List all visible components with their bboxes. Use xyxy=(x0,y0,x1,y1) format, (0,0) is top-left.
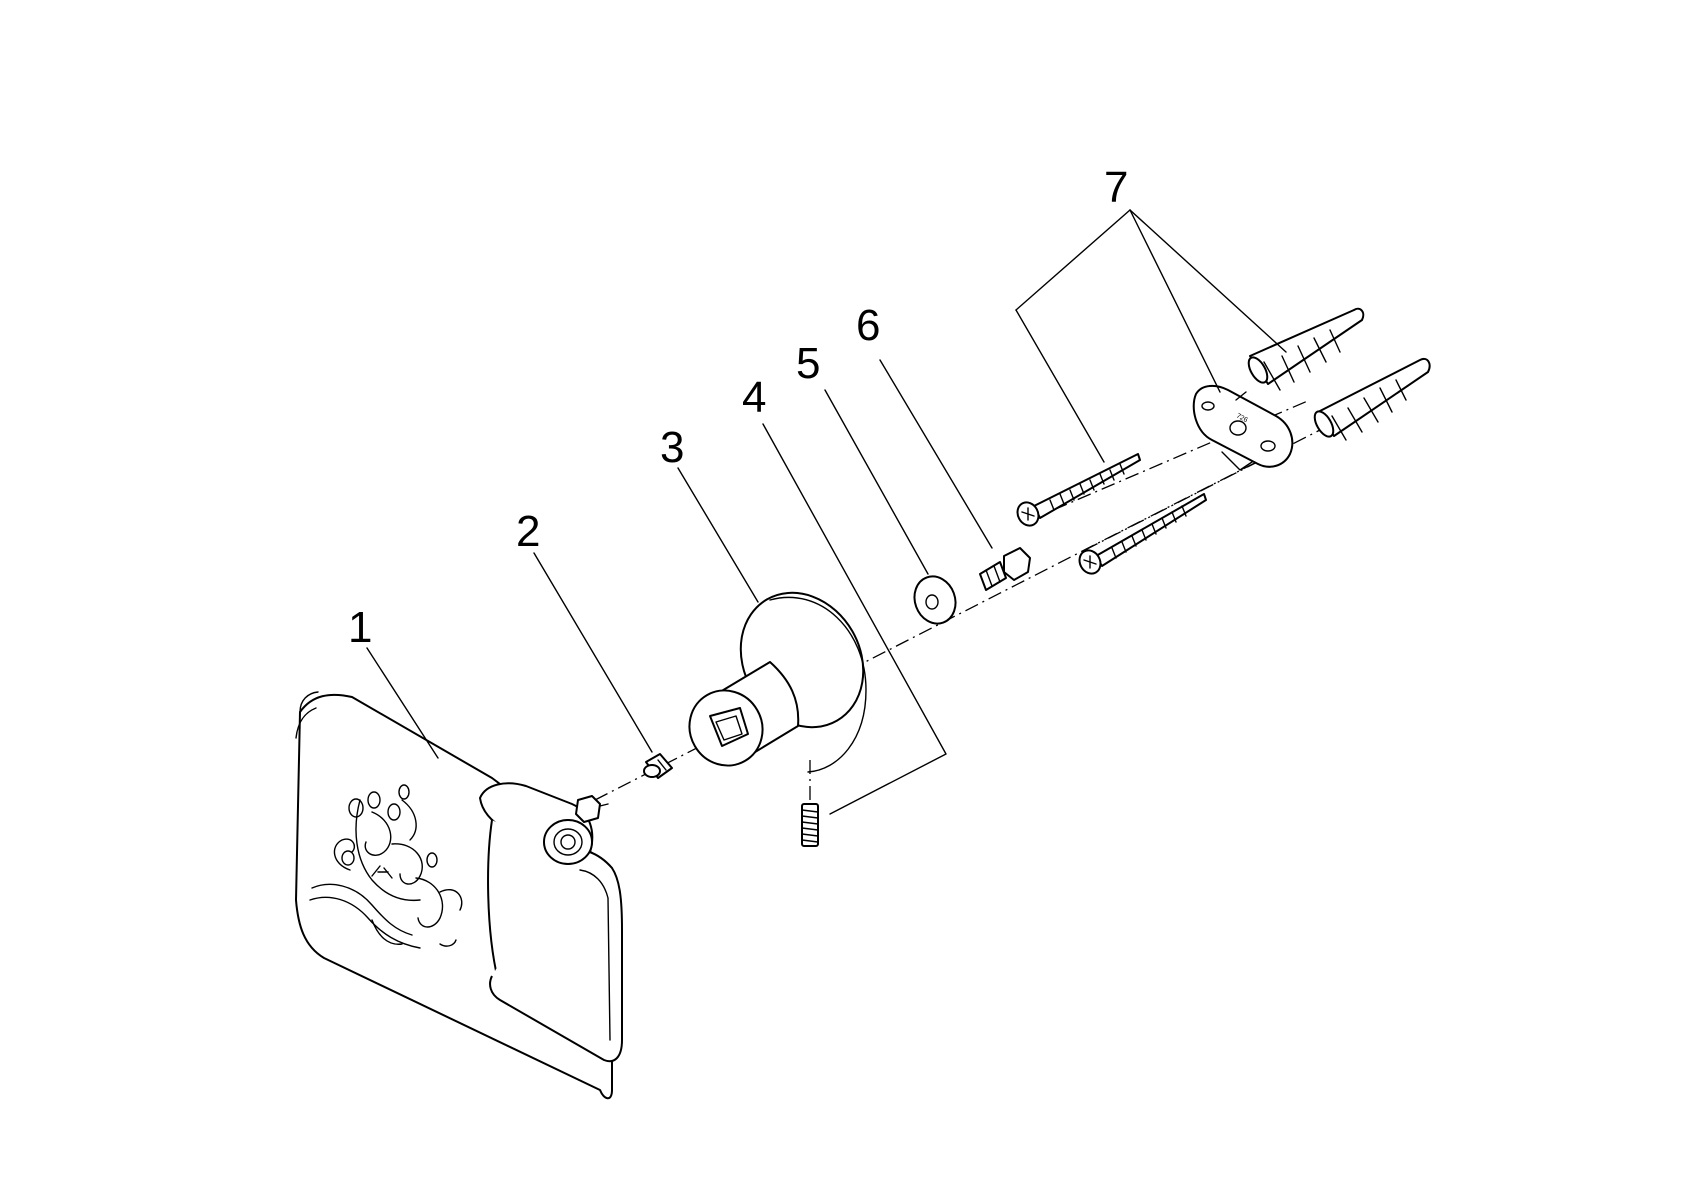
part-3-wall-rosette xyxy=(688,591,867,773)
wall-plug-upper xyxy=(1247,307,1365,391)
label-part-1: 1 xyxy=(348,603,372,652)
leader-lines xyxy=(366,209,1287,815)
wood-screw-lower xyxy=(1078,493,1207,575)
wood-screw-upper xyxy=(1016,453,1141,527)
part-4-grub-screw xyxy=(801,803,819,847)
label-part-6: 6 xyxy=(856,301,880,350)
part-1-cover-holder xyxy=(295,691,623,1100)
part-7-mounting-kit: 726 xyxy=(1016,307,1431,575)
label-part-4: 4 xyxy=(742,373,766,422)
wall-plug-lower xyxy=(1313,358,1431,441)
plate-marking: 726 xyxy=(1235,413,1249,425)
part-6-threaded-nipple xyxy=(979,547,1031,591)
label-part-5: 5 xyxy=(796,339,820,388)
label-part-3: 3 xyxy=(660,423,684,472)
mounting-plate: 726 xyxy=(1192,384,1294,471)
part-5-washer xyxy=(913,575,957,625)
part-number-labels: 1 2 3 4 5 6 7 xyxy=(348,163,1128,652)
label-part-7: 7 xyxy=(1104,163,1128,212)
floral-decoration xyxy=(309,784,463,949)
label-part-2: 2 xyxy=(516,507,540,556)
part-2-set-screw xyxy=(643,753,673,779)
